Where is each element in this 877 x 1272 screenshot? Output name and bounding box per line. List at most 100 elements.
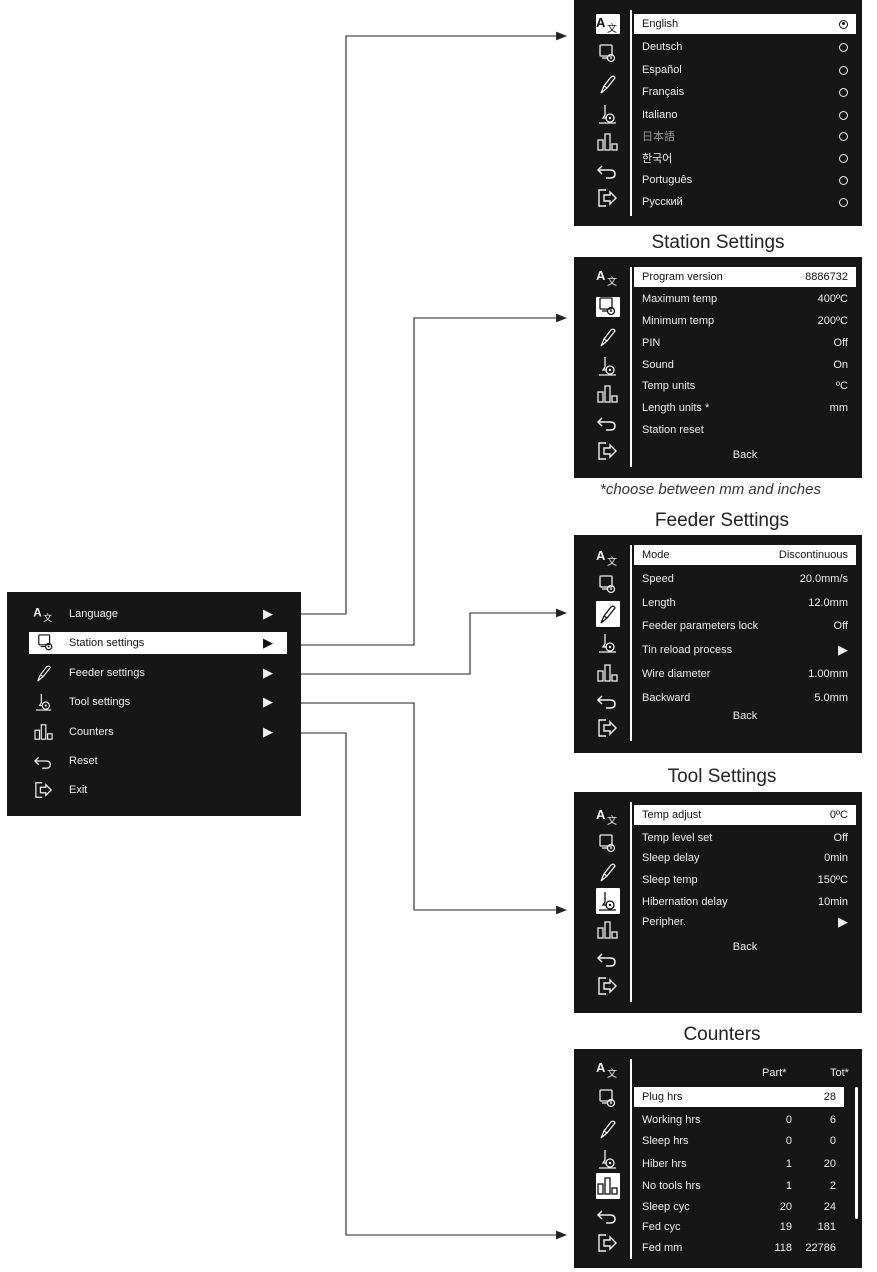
language-option[interactable]: Español bbox=[634, 60, 856, 80]
back-button[interactable]: Back bbox=[634, 706, 856, 726]
setting-row[interactable]: Length units *mm bbox=[634, 398, 856, 418]
sidebar-reset[interactable] bbox=[596, 412, 620, 432]
counter-partial: 1 bbox=[785, 1158, 792, 1170]
sidebar-language[interactable] bbox=[596, 806, 620, 826]
language-option[interactable]: Français bbox=[634, 82, 856, 102]
sidebar-language[interactable] bbox=[596, 267, 620, 287]
scrollbar[interactable] bbox=[855, 1087, 858, 1219]
menu-item-label: Reset bbox=[69, 755, 98, 767]
setting-value: Off bbox=[833, 337, 848, 349]
sidebar-station[interactable] bbox=[596, 575, 620, 595]
language-option[interactable]: 日本語 bbox=[634, 126, 856, 146]
setting-value: 5.0mm bbox=[814, 692, 848, 704]
back-button[interactable]: Back bbox=[634, 445, 856, 465]
menu-item-feeder-settings[interactable]: Feeder settings ▶ bbox=[27, 662, 285, 684]
length-units-note: *choose between mm and inches bbox=[600, 481, 821, 498]
sidebar-exit[interactable] bbox=[596, 976, 620, 996]
sidebar-station[interactable] bbox=[596, 44, 620, 64]
menu-item-counters[interactable]: Counters ▶ bbox=[27, 721, 285, 743]
sidebar-reset[interactable] bbox=[596, 948, 620, 968]
sidebar-language[interactable] bbox=[596, 14, 620, 34]
setting-label: Temp units bbox=[642, 380, 696, 392]
sidebar-reset[interactable] bbox=[596, 1205, 620, 1225]
sidebar-counters[interactable] bbox=[596, 132, 620, 152]
sidebar-tool[interactable] bbox=[596, 633, 620, 653]
sidebar-station[interactable] bbox=[596, 297, 620, 317]
sidebar-counters[interactable] bbox=[596, 384, 620, 404]
back-label: Back bbox=[732, 449, 758, 461]
sidebar-exit[interactable] bbox=[596, 441, 620, 461]
counter-partial: 118 bbox=[774, 1242, 792, 1254]
counter-partial: 0 bbox=[785, 1135, 792, 1147]
language-option[interactable]: 한국어 bbox=[634, 148, 856, 168]
sidebar-feeder[interactable] bbox=[596, 1119, 620, 1139]
setting-row[interactable]: Peripher.▶ bbox=[634, 912, 856, 932]
language-option[interactable]: English bbox=[634, 14, 856, 34]
menu-item-reset[interactable]: Reset bbox=[27, 750, 285, 772]
counter-label: Sleep cyc bbox=[642, 1201, 690, 1213]
setting-value: ºC bbox=[836, 380, 848, 392]
language-option[interactable]: Русский bbox=[634, 192, 856, 212]
sidebar-language[interactable] bbox=[596, 547, 620, 567]
option-label: 日本語 bbox=[642, 131, 675, 143]
sidebar-tool[interactable] bbox=[596, 1149, 620, 1169]
sidebar-counters[interactable] bbox=[596, 663, 620, 683]
language-option[interactable]: Português bbox=[634, 170, 856, 190]
sidebar-feeder[interactable] bbox=[596, 327, 620, 347]
sidebar-counters[interactable] bbox=[596, 1173, 620, 1199]
sidebar-feeder[interactable] bbox=[596, 862, 620, 882]
sidebar-tool[interactable] bbox=[596, 356, 620, 376]
sidebar-language[interactable] bbox=[596, 1059, 620, 1079]
language-option[interactable]: Deutsch bbox=[634, 37, 856, 57]
sidebar-reset[interactable] bbox=[596, 690, 620, 710]
chevron-right-icon: ▶ bbox=[263, 606, 273, 621]
setting-row[interactable]: Station reset bbox=[634, 420, 856, 440]
sidebar-exit[interactable] bbox=[596, 188, 620, 208]
sidebar-counters[interactable] bbox=[596, 920, 620, 940]
setting-label: Length units * bbox=[642, 402, 710, 414]
back-button[interactable]: Back bbox=[634, 937, 856, 957]
sidebar-exit[interactable] bbox=[596, 718, 620, 738]
sidebar-reset[interactable] bbox=[596, 160, 620, 180]
menu-item-exit[interactable]: Exit bbox=[27, 779, 285, 801]
sidebar-station[interactable] bbox=[596, 1089, 620, 1109]
exit-icon bbox=[596, 976, 620, 996]
setting-row[interactable]: Temp units ºC bbox=[634, 376, 856, 396]
menu-item-tool-settings[interactable]: Tool settings ▶ bbox=[27, 691, 285, 713]
sidebar-tool[interactable] bbox=[596, 104, 620, 124]
menu-item-language[interactable]: Language ▶ bbox=[27, 603, 285, 625]
sidebar-station[interactable] bbox=[596, 834, 620, 854]
sidebar-feeder[interactable] bbox=[596, 74, 620, 94]
sidebar-exit[interactable] bbox=[596, 1233, 620, 1253]
menu-item-station-settings[interactable]: Station settings ▶ bbox=[29, 632, 287, 654]
sidebar-tool[interactable] bbox=[596, 888, 620, 914]
language-option[interactable]: Italiano bbox=[634, 105, 856, 125]
menu-item-label: Language bbox=[69, 608, 118, 620]
sidebar-feeder[interactable] bbox=[596, 601, 620, 627]
setting-row[interactable]: Tin reload process▶ bbox=[634, 640, 856, 660]
